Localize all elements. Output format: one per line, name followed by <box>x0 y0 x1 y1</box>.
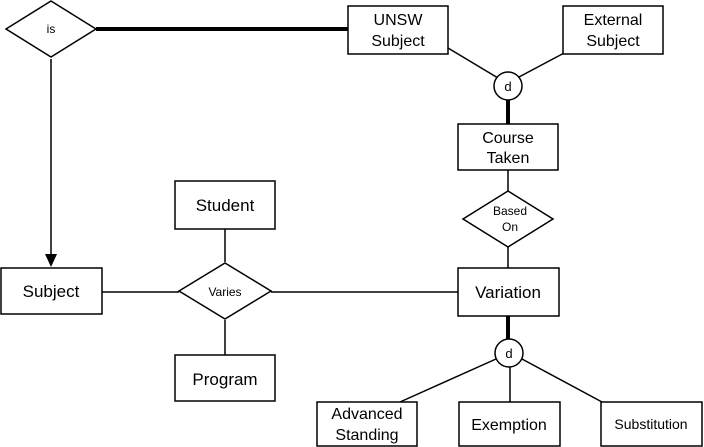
entity-variation-box <box>457 267 560 317</box>
entity-program: Program <box>174 354 276 402</box>
entity-subject-label: Subject <box>23 282 80 301</box>
relationship-is-shape <box>4 0 98 58</box>
relationship-is: is <box>4 0 98 58</box>
disjoint-to-substitution-line <box>521 358 603 403</box>
entity-unsw-subject-label-line2: Subject <box>371 33 425 50</box>
entity-substitution-label: Substitution <box>614 416 687 432</box>
entity-external-subject-label-line2: Subject <box>586 33 640 50</box>
disjoint-marker-top-circle <box>493 71 523 101</box>
entity-subject: Subject <box>0 267 103 315</box>
entity-course-taken-label-line2: Taken <box>487 150 530 167</box>
entity-course-taken: Course Taken <box>457 123 559 171</box>
entity-variation-label: Variation <box>475 283 541 302</box>
disjoint-marker-bottom: d <box>494 338 524 368</box>
entity-substitution: Substitution <box>600 401 703 447</box>
entity-external-subject-label-line1: External <box>584 12 643 29</box>
entity-student: Student <box>174 180 276 230</box>
entity-course-taken-box <box>457 123 559 171</box>
entity-student-label: Student <box>196 196 255 215</box>
entity-variation: Variation <box>457 267 560 317</box>
entity-subject-box <box>0 267 103 315</box>
relationship-based-on: Based On <box>461 190 555 248</box>
entity-exemption: Exemption <box>458 401 561 447</box>
entity-program-label: Program <box>192 370 257 389</box>
relationship-based-on-label-line1: Based <box>493 204 527 218</box>
relationship-based-on-shape <box>461 190 555 248</box>
entity-external-subject: External Subject <box>562 5 664 55</box>
disjoint-marker-bottom-label: d <box>505 346 512 361</box>
disjoint-to-advanced-standing-line <box>399 358 497 403</box>
unsw-subject-to-disjoint-line <box>447 47 499 79</box>
entity-program-box <box>174 354 276 402</box>
relationship-varies-shape <box>177 262 273 320</box>
arrowhead-icon <box>45 254 57 267</box>
external-subject-to-disjoint-line <box>518 51 567 78</box>
disjoint-marker-top: d <box>493 71 523 101</box>
entity-external-subject-box <box>562 5 664 55</box>
connectors <box>50 27 603 403</box>
disjoint-marker-top-label: d <box>504 79 511 94</box>
entity-substitution-box <box>600 401 703 447</box>
entity-unsw-subject: UNSW Subject <box>347 5 449 55</box>
relationship-based-on-label-line2: On <box>502 220 518 234</box>
entity-unsw-subject-box <box>347 5 449 55</box>
entity-course-taken-label-line1: Course <box>482 130 534 147</box>
entity-advanced-standing: Advanced Standing <box>316 401 418 447</box>
entity-student-box <box>174 180 276 230</box>
disjoint-marker-bottom-circle <box>494 338 524 368</box>
entity-advanced-standing-box <box>316 401 418 447</box>
relationship-varies-label: Varies <box>208 285 241 299</box>
relationship-varies: Varies <box>177 262 273 320</box>
entity-advanced-standing-label-line1: Advanced <box>331 406 402 423</box>
relationship-is-label: is <box>47 22 56 36</box>
entity-exemption-label: Exemption <box>471 417 547 434</box>
entity-advanced-standing-label-line2: Standing <box>335 427 398 444</box>
entity-unsw-subject-label-line1: UNSW <box>374 12 424 29</box>
entity-exemption-box <box>458 401 561 447</box>
